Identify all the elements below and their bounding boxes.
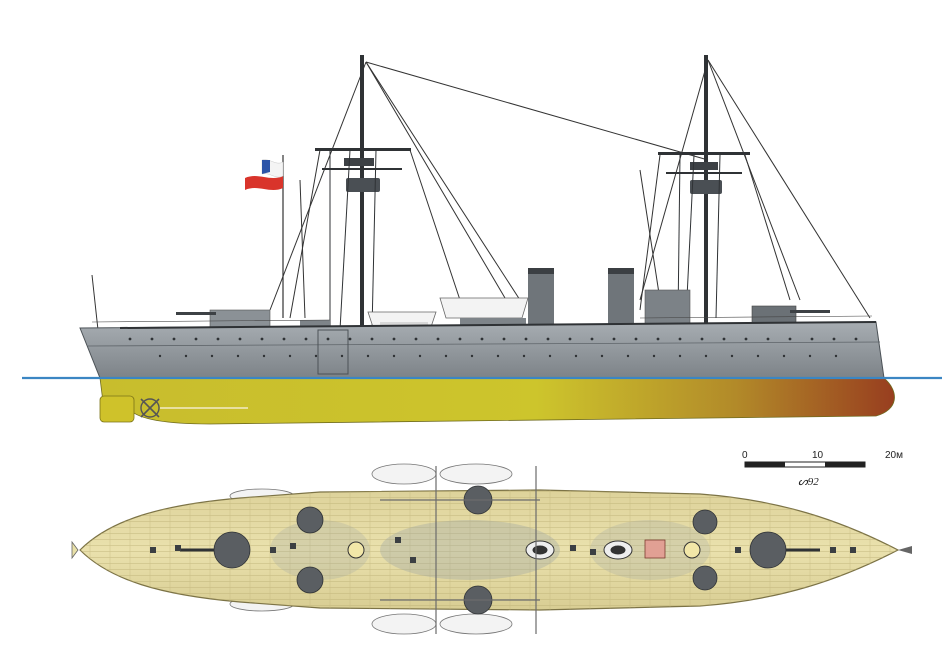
porthole (546, 337, 550, 341)
porthole (678, 354, 682, 358)
porthole (366, 354, 370, 358)
porthole (184, 354, 188, 358)
porthole (216, 337, 220, 341)
porthole (612, 337, 616, 341)
porthole (756, 354, 760, 358)
side-elevation (22, 55, 942, 425)
porthole (678, 337, 682, 341)
porthole (524, 337, 528, 341)
fore-mast (315, 55, 411, 331)
porthole (392, 354, 396, 358)
porthole (568, 337, 572, 341)
porthole (370, 337, 374, 341)
deck-fitting (850, 547, 856, 553)
porthole (288, 354, 292, 358)
porthole (634, 337, 638, 341)
portholes (128, 337, 858, 358)
porthole (444, 354, 448, 358)
porthole (314, 354, 318, 358)
porthole (590, 337, 594, 341)
hull-above-waterline (79, 321, 885, 379)
deck-fitting (570, 545, 576, 551)
porthole (236, 354, 240, 358)
porthole (418, 354, 422, 358)
porthole (704, 354, 708, 358)
rigging (91, 59, 871, 331)
scale-bar: 0 10 20м ᔕ92 (742, 450, 903, 488)
porthole (260, 337, 264, 341)
watermark (748, 610, 938, 636)
scale-tick-20: 20м (885, 450, 903, 461)
deck-fitting (395, 537, 401, 543)
porthole (458, 337, 462, 341)
hull-below-waterline (99, 377, 895, 425)
plan-view (71, 463, 912, 635)
red-hatch (644, 539, 666, 559)
deck-fitting (410, 557, 416, 563)
scale-tick-10: 10 (812, 450, 824, 461)
porthole (766, 337, 770, 341)
propeller (99, 395, 248, 423)
porthole (150, 337, 154, 341)
porthole (238, 337, 242, 341)
porthole (392, 337, 396, 341)
deck-railing (91, 315, 873, 323)
porthole (832, 337, 836, 341)
porthole (340, 354, 344, 358)
porthole (548, 354, 552, 358)
porthole (652, 354, 656, 358)
porthole (158, 354, 162, 358)
porthole (834, 354, 838, 358)
porthole (626, 354, 630, 358)
gun-turrets (213, 485, 787, 615)
funnels (528, 268, 634, 330)
deck-fitting (150, 547, 156, 553)
main-mast (658, 55, 750, 330)
porthole (810, 337, 814, 341)
porthole (782, 354, 786, 358)
deck-fitting (735, 547, 741, 553)
porthole (496, 354, 500, 358)
scale-tick-0: 0 (742, 450, 748, 461)
porthole (194, 337, 198, 341)
deck-fitting (270, 547, 276, 553)
porthole (128, 337, 132, 341)
porthole (348, 337, 352, 341)
porthole (470, 354, 474, 358)
deck-fitting (290, 543, 296, 549)
porthole (282, 337, 286, 341)
porthole (414, 337, 418, 341)
porthole (480, 337, 484, 341)
funnel-tops (347, 540, 701, 560)
porthole (262, 354, 266, 358)
porthole (436, 337, 440, 341)
deck-fitting (830, 547, 836, 553)
side-ladder (317, 329, 349, 375)
porthole (574, 354, 578, 358)
porthole (808, 354, 812, 358)
porthole (722, 337, 726, 341)
porthole (788, 337, 792, 341)
deck-fittings (150, 537, 856, 563)
porthole (522, 354, 526, 358)
porthole (326, 337, 330, 341)
porthole (172, 337, 176, 341)
porthole (730, 354, 734, 358)
porthole (304, 337, 308, 341)
porthole (210, 354, 214, 358)
chilean-flag (245, 155, 284, 318)
porthole (656, 337, 660, 341)
porthole (502, 337, 506, 341)
porthole (700, 337, 704, 341)
porthole (854, 337, 858, 341)
artist-signature: ᔕ92 (798, 476, 819, 488)
deck-fitting (175, 545, 181, 551)
boat-deck-frame (380, 466, 540, 634)
deck-fitting (590, 549, 596, 555)
porthole (600, 354, 604, 358)
porthole (744, 337, 748, 341)
